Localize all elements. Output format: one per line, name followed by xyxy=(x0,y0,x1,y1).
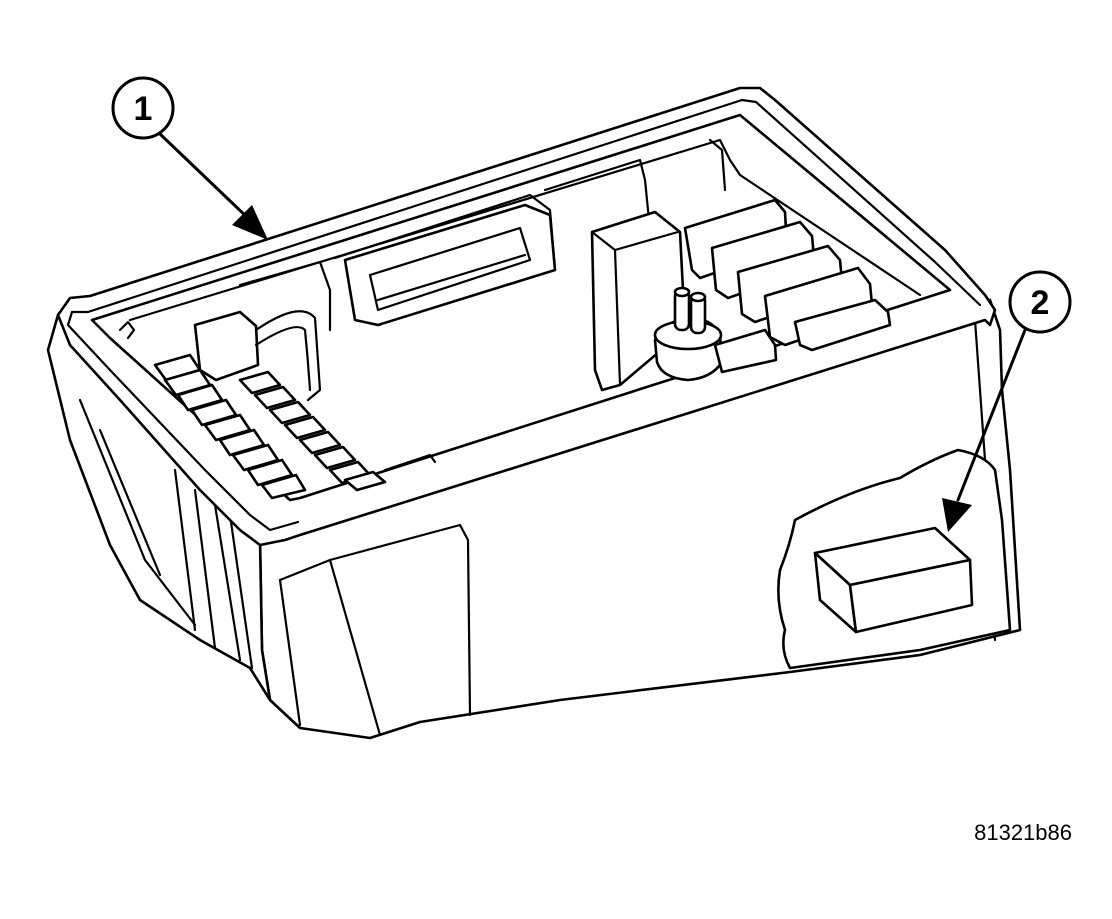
callout-2-label: 2 xyxy=(1031,284,1050,322)
callout-1: 1 xyxy=(111,76,268,240)
fuse-rows xyxy=(153,353,437,500)
wire-loop xyxy=(254,310,322,402)
callout-2-circle xyxy=(1008,270,1072,334)
callout-1-circle xyxy=(111,76,175,140)
interior xyxy=(118,138,922,500)
electronic-module xyxy=(813,526,974,634)
callout-1-label: 1 xyxy=(134,90,153,128)
callout-1-leader xyxy=(158,132,252,222)
callout-2-arrowhead xyxy=(942,498,972,532)
callout-2: 2 xyxy=(942,270,1072,532)
figure-id: 81321b86 xyxy=(974,820,1072,845)
round-connector xyxy=(653,286,724,382)
callout-1-arrowhead xyxy=(232,205,268,240)
callout-2-leader xyxy=(956,328,1027,502)
relay-stack-right xyxy=(683,198,892,374)
